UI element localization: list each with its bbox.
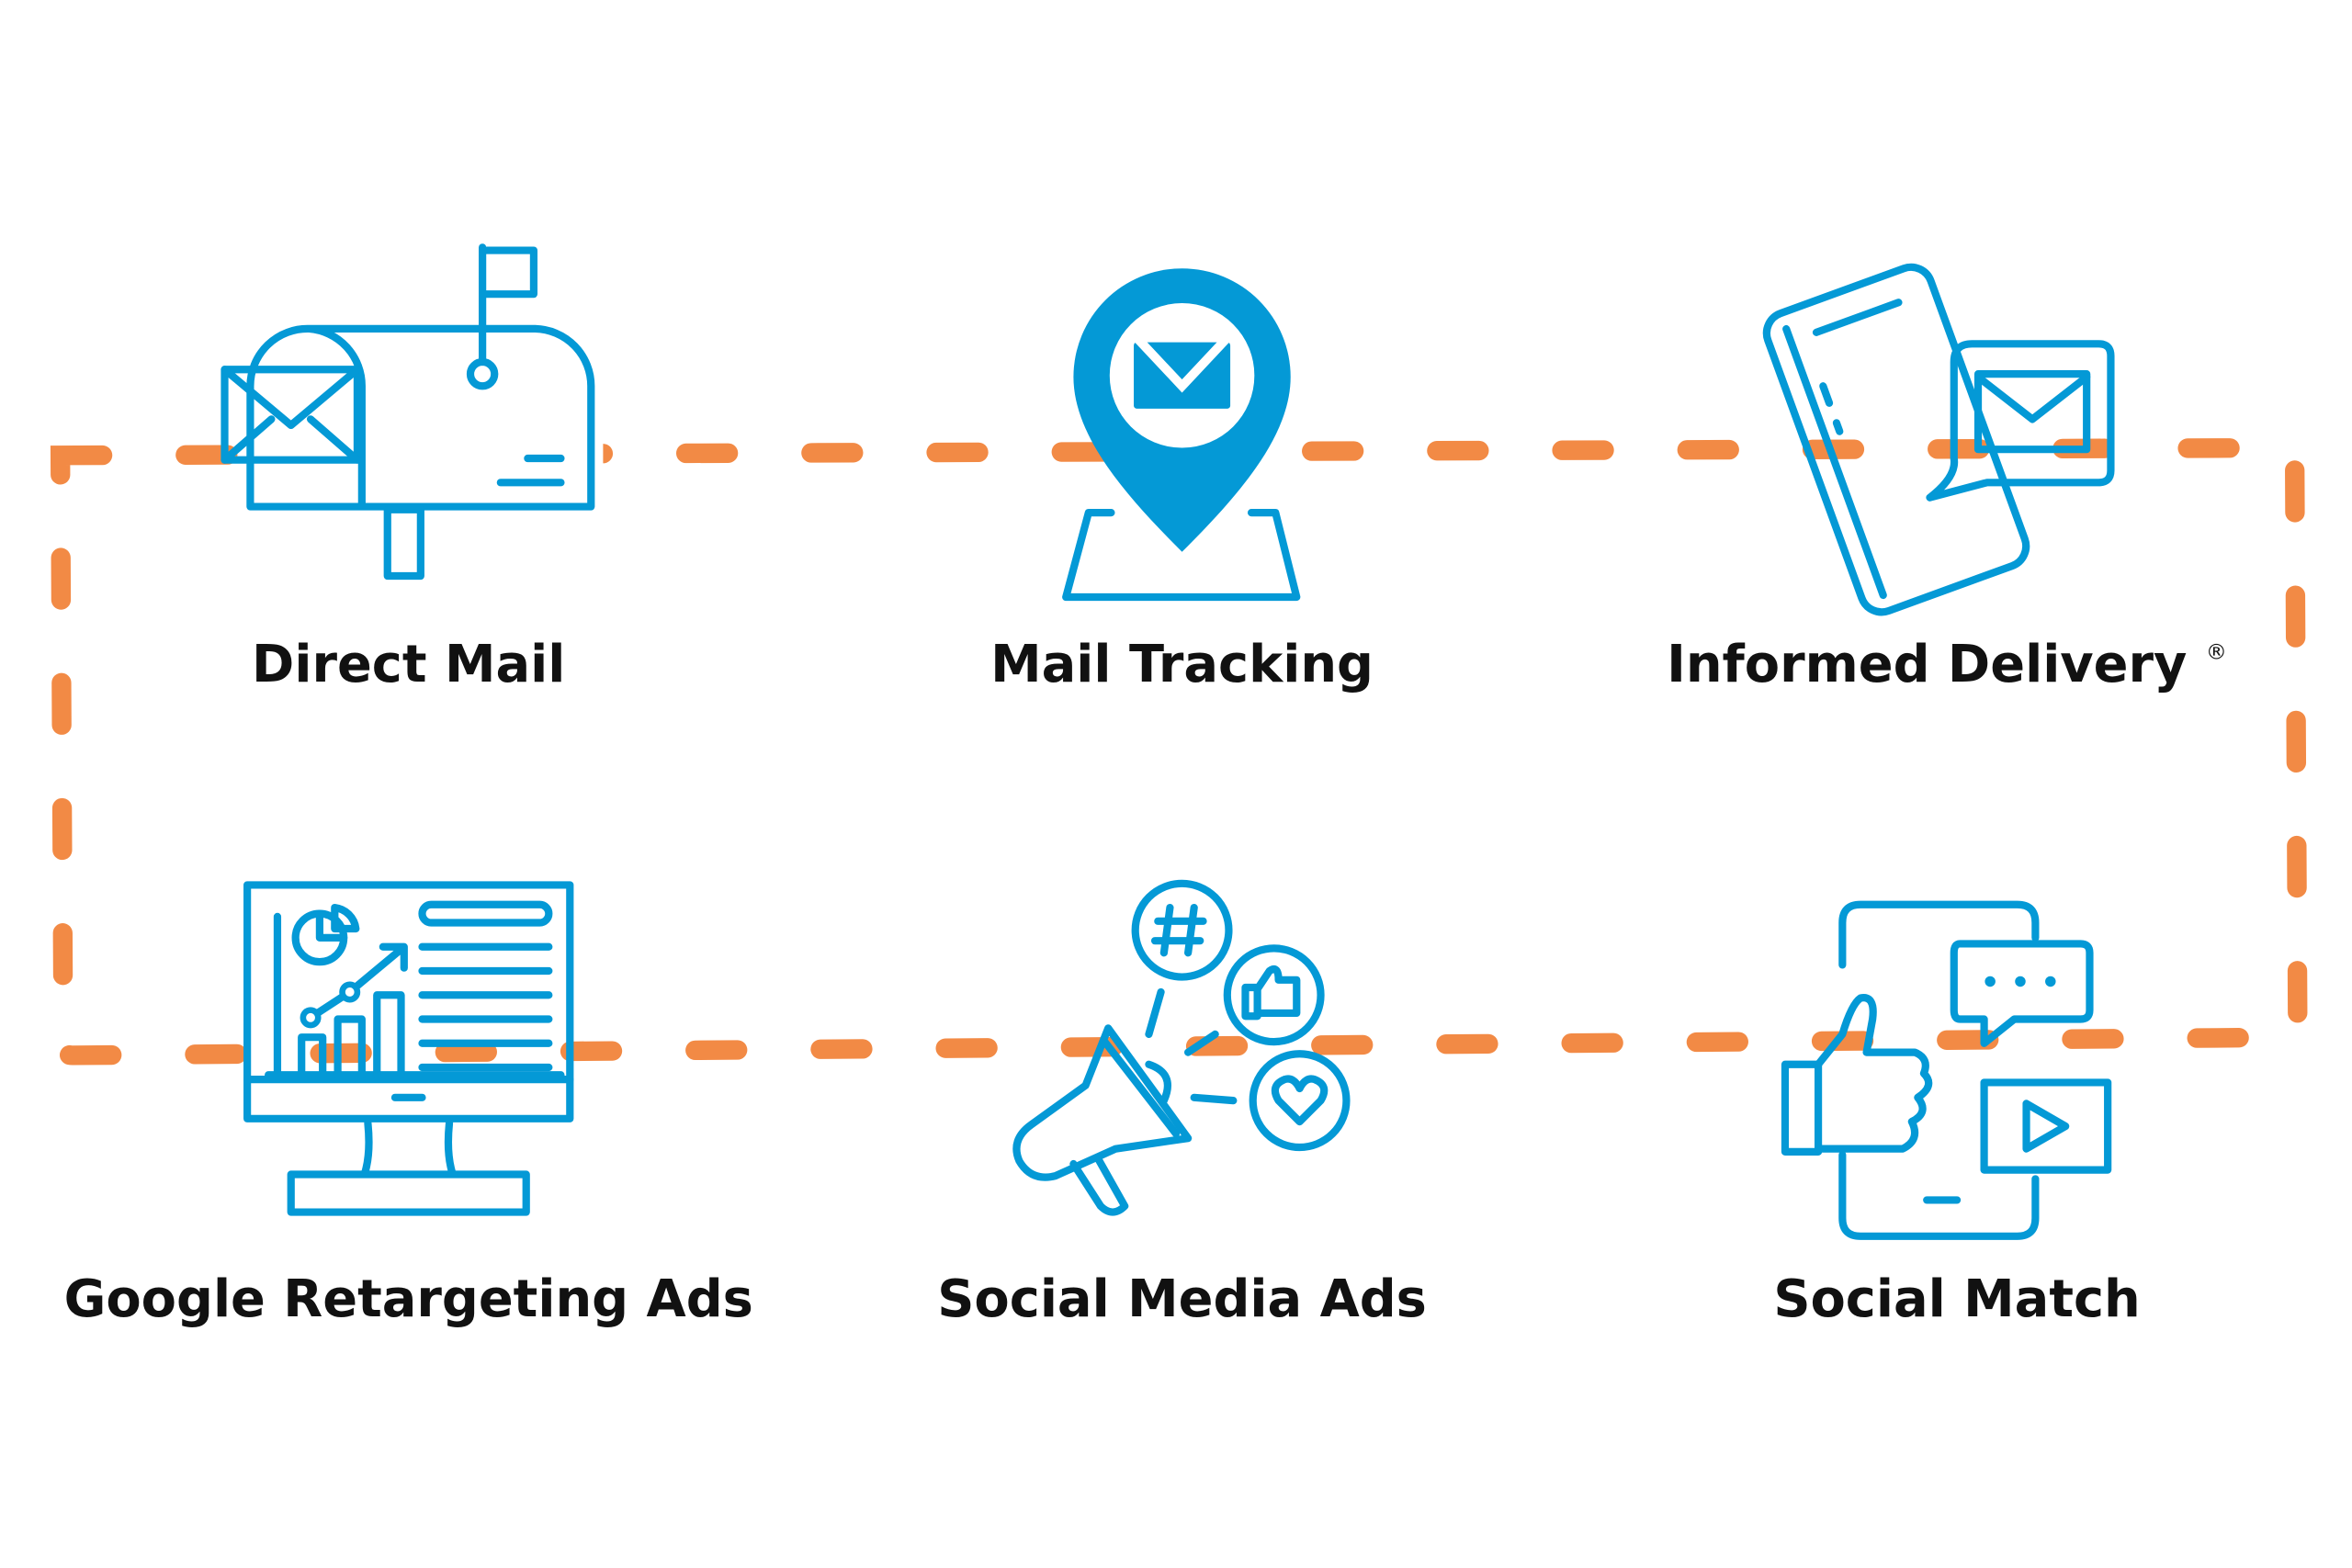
location-pin-mail-icon [1062, 268, 1301, 602]
monitor-analytics-icon [243, 881, 574, 1216]
phone-like-icon [1781, 900, 2112, 1240]
label-direct-mail: Direct Mail [252, 635, 565, 694]
mailbox-icon [220, 243, 604, 581]
label-informed-delivery: Informed Delivery [1667, 635, 2187, 694]
label-google-retargeting-ads: Google Retargeting Ads [64, 1269, 753, 1329]
megaphone-social-icon [1012, 879, 1351, 1216]
label-social-match: Social Match [1773, 1269, 2140, 1329]
label-social-media-ads: Social Media Ads [937, 1269, 1427, 1329]
dashed-loop-border [50, 437, 2308, 1066]
phone-message-icon [1762, 263, 2115, 616]
registered-mark: ® [2206, 640, 2227, 664]
label-mail-tracking: Mail Tracking [990, 635, 1374, 694]
